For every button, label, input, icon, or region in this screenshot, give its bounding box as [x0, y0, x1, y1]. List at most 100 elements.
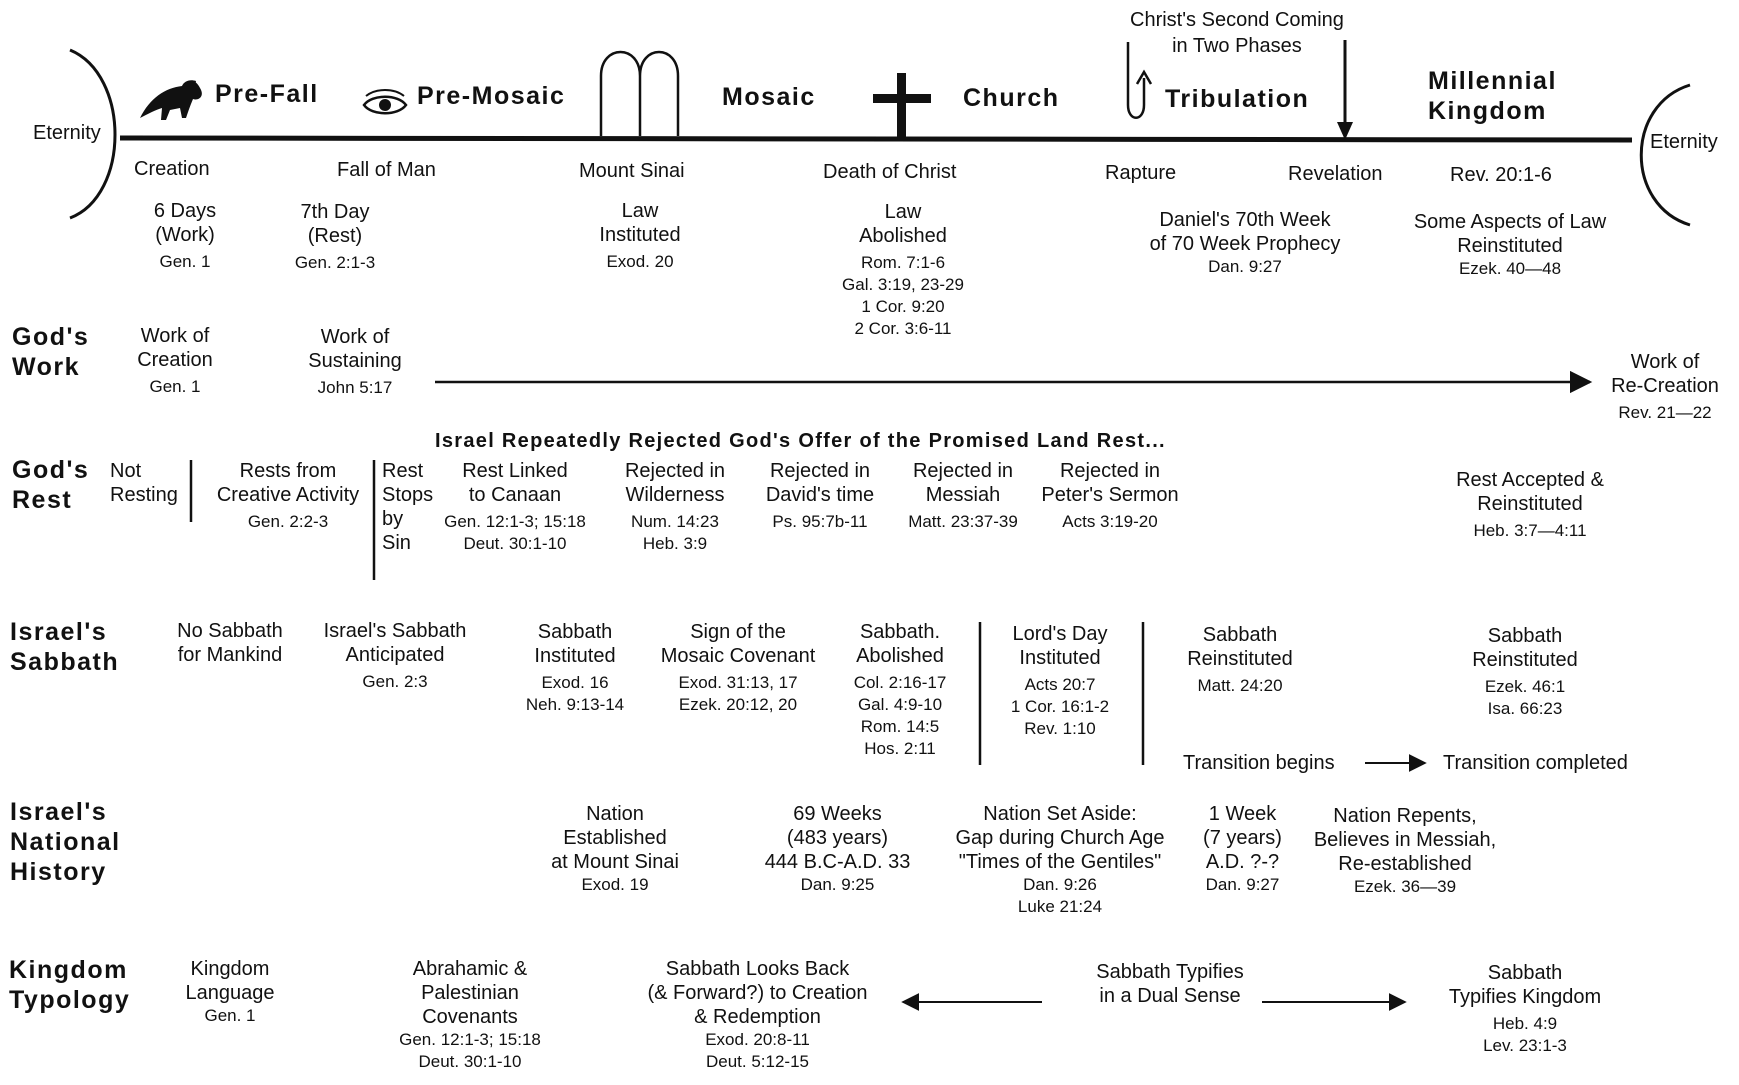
note-line: 7th Day — [300, 201, 370, 223]
kingdom-abrahamic: Abrahamic & Palestinian Covenants Gen. 1… — [375, 957, 565, 1073]
event-fall: Fall of Man — [337, 159, 436, 181]
scripture-ref: Acts 20:7 — [1024, 675, 1096, 694]
scripture-ref: Gen. 1 — [204, 1006, 256, 1025]
second-coming-line1: Christ's Second Coming — [1130, 9, 1344, 31]
era-pre-mosaic: Pre-Mosaic — [417, 82, 566, 110]
dinosaur-icon — [140, 80, 202, 120]
scripture-ref: Exod. 20:8-11 — [705, 1030, 810, 1049]
note-line: Work of — [320, 326, 390, 348]
note-line: 69 Weeks — [793, 803, 882, 825]
scripture-ref: Exod. 31:13, 17 — [678, 673, 798, 692]
rest-stops-by-sin: Rest Stops by Sin — [382, 459, 433, 555]
note-line: 6 Days — [153, 200, 217, 222]
scripture-ref: Hos. 2:11 — [864, 739, 936, 758]
scripture-ref: 1 Cor. 16:1-2 — [1010, 697, 1110, 716]
note-line: Established — [563, 827, 667, 849]
note-line: Not — [110, 460, 142, 482]
scripture-ref: Heb. 4:9 — [1492, 1014, 1558, 1033]
scripture-ref: Rev. 21—22 — [1618, 403, 1712, 422]
note-line: Stops — [382, 484, 434, 506]
era-millennial-kingdom: Millennial Kingdom — [1428, 66, 1557, 126]
note-line: Abolished — [856, 645, 944, 667]
note-line: 1 Week — [1208, 803, 1277, 825]
tablets-icon — [599, 50, 680, 136]
note-line: Palestinian — [421, 982, 519, 1004]
scripture-ref: Gen. 1 — [149, 377, 201, 396]
scripture-ref: Exod. 20 — [606, 252, 674, 271]
row-header-gods-work: God's Work — [12, 322, 89, 382]
note-line: Some Aspects of Law — [1413, 211, 1607, 233]
note-line: (7 years) — [1203, 827, 1282, 849]
rest-rejected-messiah: Rejected in Messiah Matt. 23:37-39 — [893, 459, 1033, 533]
note-line: Rest Linked — [462, 460, 568, 482]
note-line: Covenants — [422, 1006, 518, 1028]
note-line: Mosaic Covenant — [660, 645, 816, 667]
era-tribulation: Tribulation — [1165, 85, 1310, 113]
row-header-line: Israel's — [10, 798, 108, 826]
scripture-ref: Rom. 14:5 — [860, 717, 940, 736]
note-line: Work of — [1630, 351, 1700, 373]
note-line: (483 years) — [786, 827, 889, 849]
kingdom-looks-back: Sabbath Looks Back (& Forward?) to Creat… — [625, 957, 890, 1073]
eye-icon — [362, 89, 408, 115]
scripture-ref: Dan. 9:27 — [1208, 257, 1282, 276]
note-line: Nation Repents, — [1333, 805, 1477, 827]
row-header-line: Israel's — [10, 618, 108, 646]
scripture-ref: Dan. 9:25 — [800, 875, 875, 894]
note-line: A.D. ?-? — [1205, 851, 1280, 873]
scripture-ref: Ezek. 36—39 — [1353, 877, 1457, 896]
note-line: Kingdom — [190, 958, 270, 980]
note-line: Law — [884, 201, 922, 223]
note-line: Re-established — [1338, 853, 1472, 875]
note-line: Instituted — [1019, 647, 1101, 669]
scripture-ref: Gal. 3:19, 23-29 — [842, 275, 964, 294]
row-header-line: God's — [12, 456, 90, 484]
second-coming-label: Christ's Second Coming in Two Phases — [1130, 7, 1344, 59]
rest-rejected-david: Rejected in David's time Ps. 95:7b-11 — [755, 459, 885, 533]
note-line: Rejected in — [1059, 460, 1161, 482]
note-line: Anticipated — [345, 644, 445, 666]
note-line: Reinstituted — [1472, 649, 1578, 671]
note-line: (& Forward?) to Creation — [647, 982, 868, 1004]
rest-rejected-wilderness: Rejected in Wilderness Num. 14:23 Heb. 3… — [615, 459, 735, 555]
rest-rejected-peter: Rejected in Peter's Sermon Acts 3:19-20 — [1030, 459, 1190, 533]
note-line: Creative Activity — [216, 484, 360, 506]
work-creation: Work of Creation Gen. 1 — [120, 324, 230, 398]
work-recreation: Work of Re-Creation Rev. 21—22 — [1600, 350, 1730, 424]
scripture-ref: Deut. 30:1-10 — [463, 534, 567, 553]
note-6-days: 6 Days (Work) Gen. 1 — [150, 199, 220, 273]
up-arrow-icon — [1126, 42, 1153, 119]
era-millennial-line2: Kingdom — [1428, 97, 1547, 125]
note-line: (Work) — [155, 224, 215, 246]
scripture-ref: Ezek. 46:1 — [1484, 677, 1566, 696]
note-line: Abrahamic & — [412, 958, 528, 980]
sabbath-instituted: Sabbath Instituted Exod. 16 Neh. 9:13-14 — [525, 620, 625, 716]
note-line: Sign of the — [690, 621, 786, 643]
note-line: Rest Accepted & — [1456, 469, 1604, 491]
note-law-instituted: Law Instituted Exod. 20 — [590, 199, 690, 273]
row-header-line: God's — [12, 323, 90, 351]
row-header-gods-rest: God's Rest — [12, 455, 89, 515]
note-line: Nation Set Aside: — [983, 803, 1137, 825]
scripture-ref: Rom. 7:1-6 — [860, 253, 946, 272]
note-line: Wilderness — [625, 484, 725, 506]
note-line: Gap during Church Age — [955, 827, 1165, 849]
row-header-line: Work — [12, 353, 81, 381]
note-line: Believes in Messiah, — [1313, 829, 1497, 851]
note-line: Sabbath — [1487, 625, 1563, 647]
scripture-ref: Gen. 2:3 — [362, 672, 428, 691]
note-line: Lord's Day — [1012, 623, 1108, 645]
scripture-ref: Matt. 24:20 — [1197, 676, 1283, 695]
eternity-right-label: Eternity — [1650, 131, 1718, 153]
note-line: "Times of the Gentiles" — [958, 851, 1162, 873]
era-church: Church — [963, 84, 1060, 112]
cross-icon — [873, 73, 931, 141]
note-line: by — [382, 508, 404, 530]
rest-banner: Israel Repeatedly Rejected God's Offer o… — [435, 430, 1166, 452]
row-header-line: Rest — [12, 486, 73, 514]
scripture-ref: Ps. 95:7b-11 — [772, 512, 868, 531]
transition-completed: Transition completed — [1443, 752, 1628, 774]
event-creation: Creation — [134, 158, 210, 180]
